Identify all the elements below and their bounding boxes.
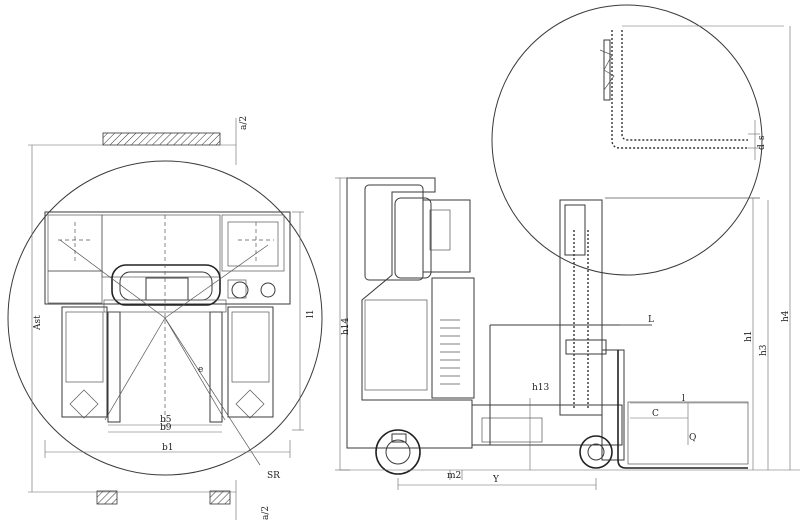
label-h3: h3 <box>759 344 769 356</box>
wall-bottom-left-hatch <box>96 490 118 505</box>
chassis-base <box>471 404 623 446</box>
chassis-outline <box>44 211 291 305</box>
fork-left <box>107 311 121 423</box>
detail-circle <box>491 4 763 276</box>
label-b9: b9 <box>160 423 172 433</box>
top-view <box>7 118 323 520</box>
label-e: e <box>198 365 203 375</box>
fork-right <box>209 311 223 423</box>
label-m2: m2 <box>447 471 461 481</box>
label-l: L <box>648 315 654 325</box>
drive-wheel <box>375 429 421 475</box>
wall-top-hatch <box>102 132 221 146</box>
label-h14: h14 <box>341 317 351 335</box>
label-s: s <box>757 135 767 140</box>
label-a2-top: a/2 <box>239 116 249 130</box>
left-outrigger <box>61 306 108 418</box>
center-compartment <box>101 214 221 278</box>
fork <box>617 350 748 469</box>
wall-bottom-right-hatch <box>209 490 231 505</box>
label-h4: h4 <box>781 310 791 322</box>
load-wheel <box>579 435 613 469</box>
label-b5: b5 <box>160 415 172 425</box>
label-h1: h1 <box>744 330 754 342</box>
label-c: C <box>652 409 659 419</box>
label-a2-bottom: a/2 <box>261 506 271 520</box>
label-b1: b1 <box>162 443 174 453</box>
mast-right <box>559 199 603 416</box>
label-l-small: l <box>682 394 685 404</box>
load-box <box>627 401 749 465</box>
label-d: d <box>757 144 767 150</box>
turning-circle <box>7 160 323 476</box>
battery-left-lower <box>47 270 103 304</box>
mast-column <box>431 277 475 399</box>
battery-right <box>221 214 285 272</box>
truck-body <box>346 177 473 449</box>
battery-right-inner <box>227 221 279 267</box>
label-l1: l1 <box>306 309 316 318</box>
mast-upper-left <box>422 199 471 273</box>
mast-cluster <box>111 264 221 306</box>
label-y: Y <box>492 475 500 485</box>
label-ast: Ast <box>33 315 43 331</box>
label-h13: h13 <box>532 383 550 393</box>
label-sr: SR <box>267 471 280 481</box>
operator-cabin <box>364 184 424 281</box>
right-outrigger <box>227 306 274 418</box>
label-q: Q <box>689 433 696 443</box>
side-view <box>335 4 800 490</box>
